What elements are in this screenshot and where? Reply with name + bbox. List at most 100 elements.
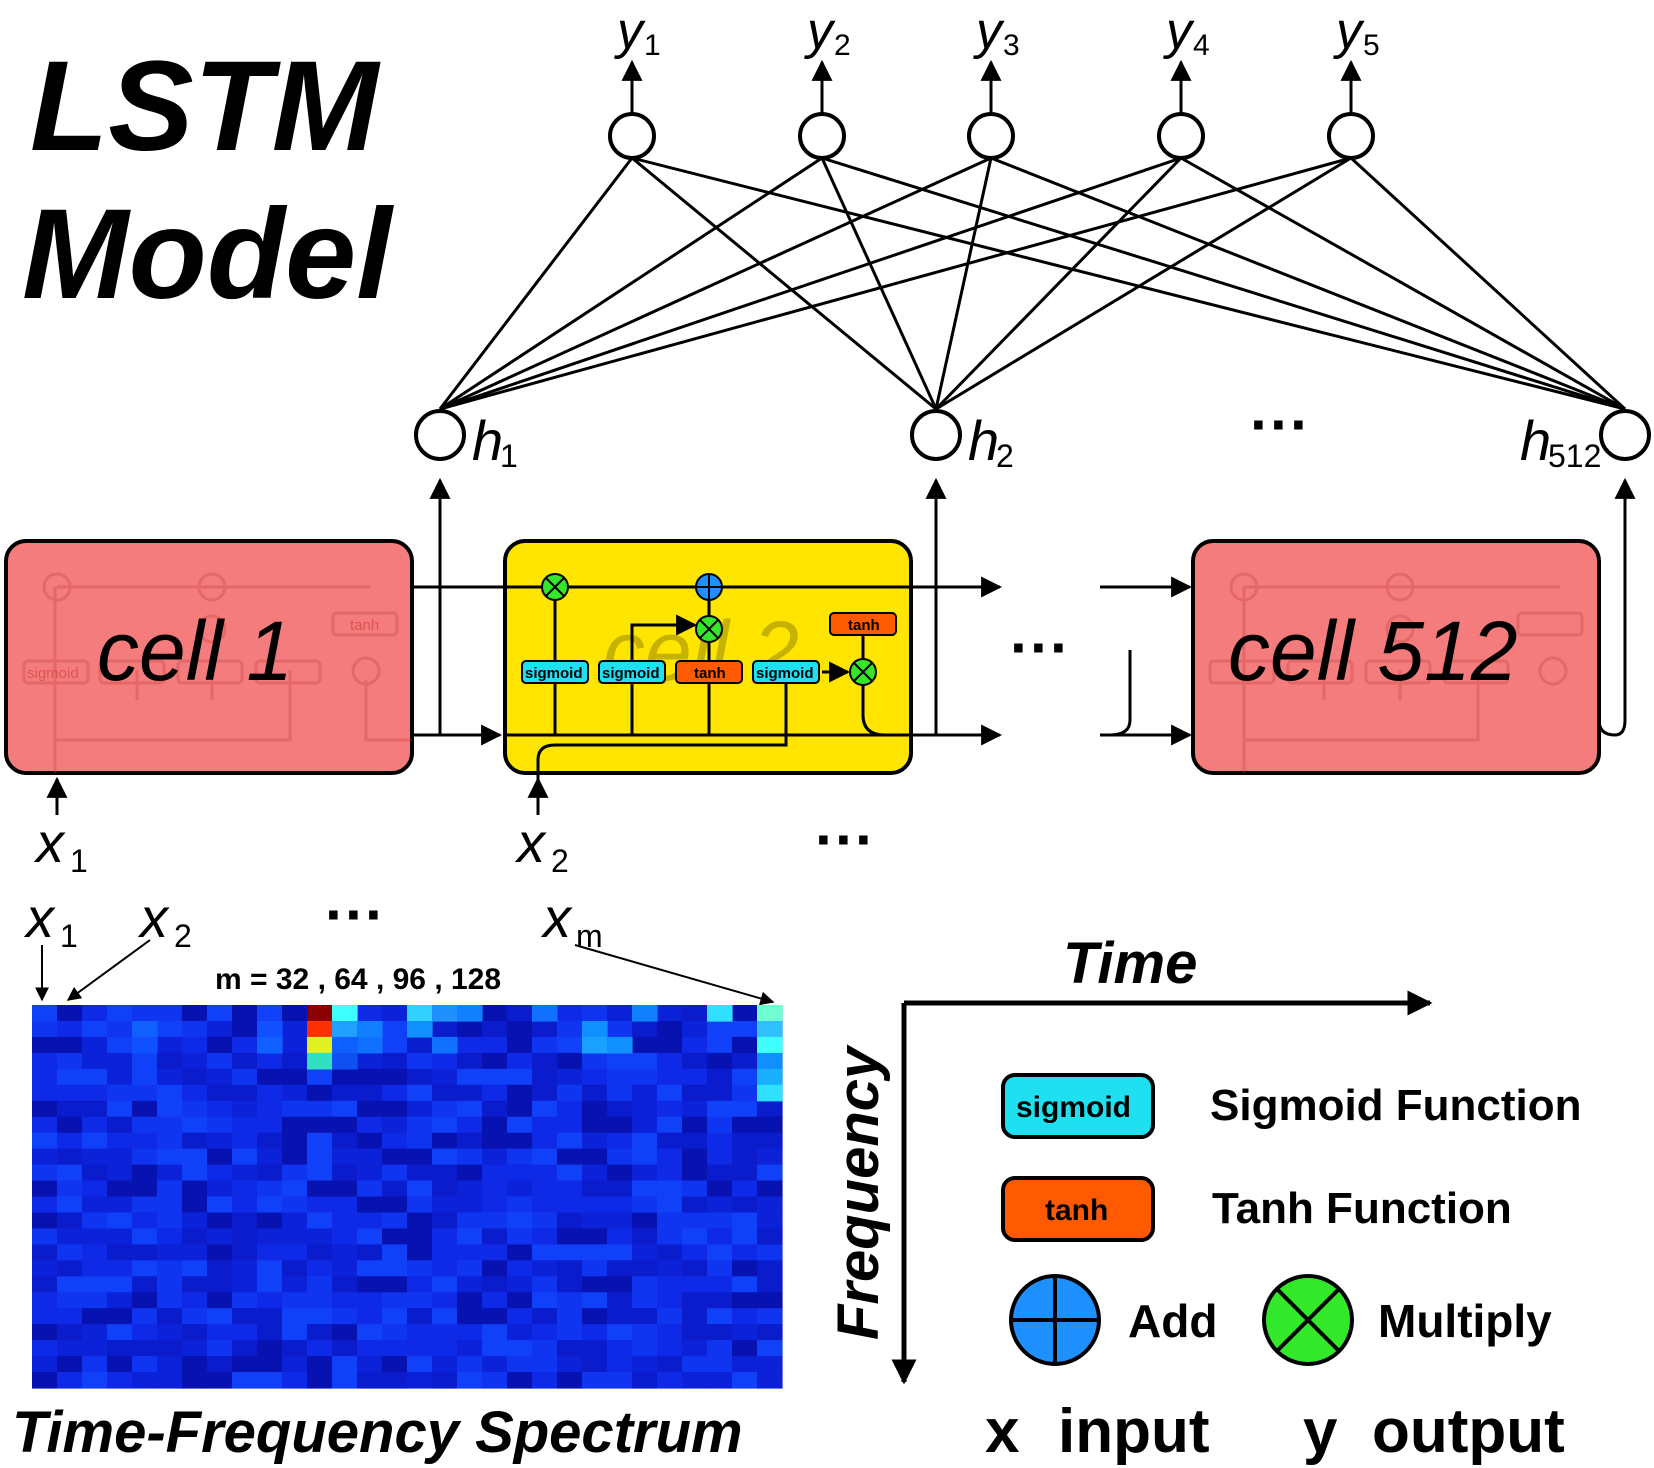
connection-line [439, 156, 823, 411]
heatmap-cell [457, 1036, 483, 1054]
heatmap-cell [482, 1244, 508, 1261]
heatmap-cell [307, 1356, 333, 1373]
heatmap-cell [632, 1148, 658, 1166]
heatmap-cell [557, 1308, 583, 1325]
heatmap-cell [582, 1196, 608, 1214]
heatmap-cell [407, 1100, 433, 1118]
legend-multiply-icon [1262, 1274, 1354, 1366]
spectrum-xm-sub: m [576, 918, 603, 954]
heatmap-cell [657, 1148, 683, 1166]
heatmap-cell [757, 1324, 783, 1341]
heatmap-cell [707, 1228, 733, 1245]
heatmap-hot-cell [132, 1021, 158, 1038]
heatmap-cell [332, 1308, 358, 1325]
heatmap-cell [732, 1116, 758, 1134]
heatmap-cell [432, 1308, 458, 1325]
heatmap-cell [557, 1052, 583, 1070]
hidden-label-sub: 1 [500, 438, 518, 474]
heatmap-cell [632, 1212, 658, 1230]
heatmap-cell [707, 1196, 733, 1214]
heatmap-cell [557, 1244, 583, 1261]
heatmap-cell [557, 1100, 583, 1118]
heatmap-cell [57, 1260, 83, 1277]
heatmap-cell [532, 1116, 558, 1134]
heatmap-cell [182, 1164, 208, 1182]
heatmap-cell [582, 1100, 608, 1118]
heatmap-cell [507, 1276, 533, 1293]
heatmap-cell [257, 1212, 283, 1230]
heatmap-cell [107, 1084, 133, 1102]
heatmap-cell [182, 1324, 208, 1341]
heatmap-cell [432, 1116, 458, 1134]
heatmap-cell [132, 1005, 158, 1022]
heatmap-cell [732, 1132, 758, 1150]
heatmap-cell [757, 1276, 783, 1293]
heatmap-cell [482, 1052, 508, 1070]
heatmap-cell [207, 1244, 233, 1261]
heatmap-cell [732, 1308, 758, 1325]
heatmap-cell [182, 1036, 208, 1054]
heatmap-cell [157, 1180, 183, 1198]
hidden-label-base: h [1520, 409, 1551, 472]
heatmap-cell [432, 1196, 458, 1214]
heatmap-cell [107, 1340, 133, 1357]
heatmap-cell [382, 1021, 408, 1038]
heatmap-cell [607, 1244, 633, 1261]
heatmap-cell [732, 1148, 758, 1166]
heatmap-cell [382, 1036, 408, 1054]
heatmap-cell [507, 1260, 533, 1277]
heatmap-cell [182, 1005, 208, 1022]
spectrum-column-x1: x 1 [23, 886, 78, 954]
heatmap-cell [732, 1052, 758, 1070]
heatmap-cell [732, 1212, 758, 1230]
heatmap-cell [507, 1308, 533, 1325]
heatmap-cell [632, 1036, 658, 1054]
heatmap-cell [257, 1260, 283, 1277]
connection-line [439, 156, 1352, 411]
heatmap-cell [657, 1212, 683, 1230]
heatmap-cell [557, 1005, 583, 1022]
heatmap-cell [707, 1340, 733, 1357]
heatmap-cell [757, 1356, 783, 1373]
heatmap-cell [207, 1005, 233, 1022]
heatmap-cell [682, 1276, 708, 1293]
heatmap-cell [582, 1005, 608, 1022]
heatmap-cell [682, 1292, 708, 1309]
heatmap-cell [107, 1100, 133, 1118]
heatmap-cell [32, 1228, 58, 1245]
heatmap-cell [507, 1132, 533, 1150]
heatmap-cell [657, 1228, 683, 1245]
heatmap-cell [307, 1180, 333, 1198]
heatmap-cell [432, 1132, 458, 1150]
heatmap-cell [407, 1068, 433, 1086]
heatmap-cell [432, 1356, 458, 1373]
heatmap-cell [157, 1228, 183, 1245]
heatmap-cell [57, 1292, 83, 1309]
heatmap-cell [282, 1036, 308, 1054]
heatmap-cell [57, 1164, 83, 1182]
heatmap-cell [307, 1340, 333, 1357]
heatmap-hot-cell [332, 1052, 358, 1070]
heatmap-cell [107, 1292, 133, 1309]
input-x2: x 2 [514, 811, 569, 879]
heatmap-cell [407, 1340, 433, 1357]
legend-add-icon [1009, 1274, 1101, 1366]
output-label-sub: 2 [834, 29, 851, 62]
heatmap-cell [732, 1340, 758, 1357]
heatmap-cell [157, 1324, 183, 1341]
heatmap-cell [357, 1148, 383, 1166]
heatmap-cell [707, 1036, 733, 1054]
heatmap-cell [457, 1308, 483, 1325]
legend-sigmoid-swatch [1001, 1073, 1155, 1139]
heatmap-cell [307, 1308, 333, 1325]
heatmap-cell [107, 1372, 133, 1389]
heatmap-cell [607, 1132, 633, 1150]
heatmap-cell [232, 1356, 258, 1373]
heatmap-cell [32, 1164, 58, 1182]
heatmap-cell [32, 1356, 58, 1373]
heatmap-cell [107, 1324, 133, 1341]
heatmap-cell [157, 1260, 183, 1277]
heatmap-cell [82, 1228, 108, 1245]
heatmap-cell [332, 1164, 358, 1182]
heatmap-cell [307, 1228, 333, 1245]
